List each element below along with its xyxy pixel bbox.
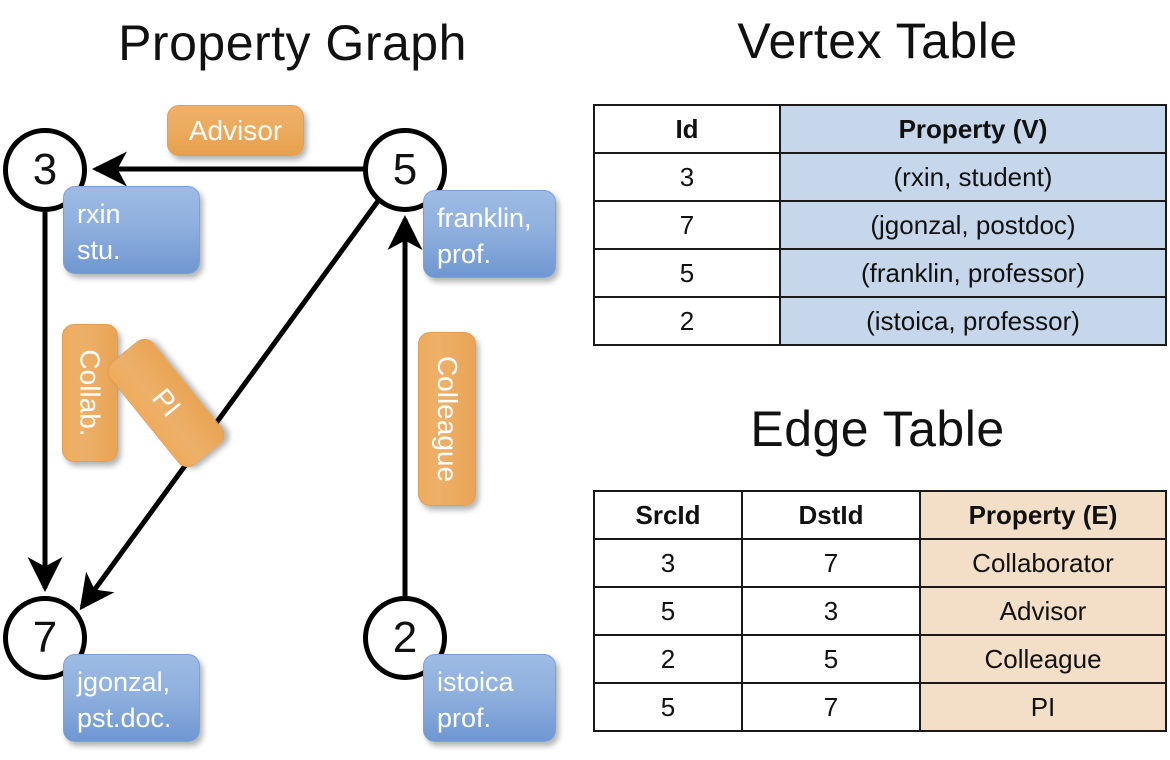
vertex-chip-franklin: franklin, prof.	[423, 190, 556, 278]
table-row: 3 7 Collaborator	[593, 538, 1167, 588]
vertex-chip-franklin-name: franklin,	[437, 203, 532, 233]
vertex-chip-istoica-role: prof.	[437, 702, 492, 733]
edge-label-advisor-text: Advisor	[188, 114, 283, 146]
edge-label-collab: Collab.	[62, 324, 118, 462]
vertex-cell-id: 3	[593, 152, 781, 202]
vertex-header-property: Property (V)	[779, 104, 1167, 154]
edge-cell-src: 2	[593, 634, 743, 684]
edge-cell-dst: 7	[741, 682, 921, 732]
vertex-cell-id: 7	[593, 200, 781, 250]
edge-cell-src: 5	[593, 586, 743, 636]
edge-cell-src: 3	[593, 538, 743, 588]
edge-label-colleague: Colleague	[418, 332, 476, 506]
vertex-chip-jgonzal-name: jgonzal,	[77, 667, 171, 697]
edge-table-header-row: SrcId DstId Property (E)	[593, 490, 1167, 540]
table-row: 7 (jgonzal, postdoc)	[593, 200, 1167, 250]
graph-node-2[interactable]: 2	[363, 596, 447, 680]
vertex-cell-property: (franklin, professor)	[779, 248, 1167, 298]
table-row: 5 (franklin, professor)	[593, 248, 1167, 298]
vertex-chip-istoica: istoica prof.	[423, 654, 556, 742]
edge-table: SrcId DstId Property (E) 3 7 Collaborato…	[593, 490, 1167, 732]
vertex-cell-property: (jgonzal, postdoc)	[779, 200, 1167, 250]
edge-cell-property: Collaborator	[919, 538, 1167, 588]
edge-cell-src: 5	[593, 682, 743, 732]
page-title-vertex-table: Vertex Table	[737, 13, 1018, 69]
vertex-chip-jgonzal: jgonzal, pst.doc.	[63, 654, 200, 742]
edge-5-to-7-pi	[79, 199, 381, 611]
page-title-edge-table: Edge Table	[750, 401, 1005, 457]
edge-header-property: Property (E)	[919, 490, 1167, 540]
table-row: 2 5 Colleague	[593, 634, 1167, 684]
table-row: 5 3 Advisor	[593, 586, 1167, 636]
vertex-cell-property: (istoica, professor)	[779, 296, 1167, 346]
vertex-chip-jgonzal-role: pst.doc.	[77, 702, 172, 733]
edge-cell-property: PI	[919, 682, 1167, 732]
edge-cell-property: Advisor	[919, 586, 1167, 636]
edge-header-srcid: SrcId	[593, 490, 743, 540]
vertex-chip-istoica-name: istoica	[437, 667, 514, 697]
vertex-header-id: Id	[593, 104, 781, 154]
edge-cell-dst: 5	[741, 634, 921, 684]
vertex-chip-rxin: rxin stu.	[63, 186, 200, 274]
property-graph-diagram: 3 5 7 2 rxin stu. franklin, prof. jgonza…	[3, 105, 556, 742]
table-row: 2 (istoica, professor)	[593, 296, 1167, 346]
vertex-cell-property: (rxin, student)	[779, 152, 1167, 202]
edge-label-pi-text: PI	[146, 382, 187, 423]
page-title-property-graph: Property Graph	[118, 15, 467, 71]
vertex-cell-id: 2	[593, 296, 781, 346]
edge-label-colleague-text: Colleague	[432, 355, 464, 483]
graph-node-5[interactable]: 5	[363, 128, 447, 212]
graph-edges-svg	[27, 151, 423, 611]
edge-cell-dst: 3	[741, 586, 921, 636]
table-row: 5 7 PI	[593, 682, 1167, 732]
edge-label-advisor: Advisor	[167, 105, 304, 156]
vertex-table-header-row: Id Property (V)	[593, 104, 1167, 154]
vertex-table: Id Property (V) 3 (rxin, student) 7 (jgo…	[593, 104, 1167, 346]
vertex-chip-rxin-role: stu.	[77, 234, 121, 265]
vertex-cell-id: 5	[593, 248, 781, 298]
table-row: 3 (rxin, student)	[593, 152, 1167, 202]
edge-header-dstid: DstId	[741, 490, 921, 540]
edge-cell-property: Colleague	[919, 634, 1167, 684]
edge-cell-dst: 7	[741, 538, 921, 588]
vertex-chip-rxin-name: rxin	[77, 199, 121, 229]
edge-label-collab-text: Collab.	[75, 349, 107, 437]
vertex-chip-franklin-role: prof.	[437, 238, 492, 269]
